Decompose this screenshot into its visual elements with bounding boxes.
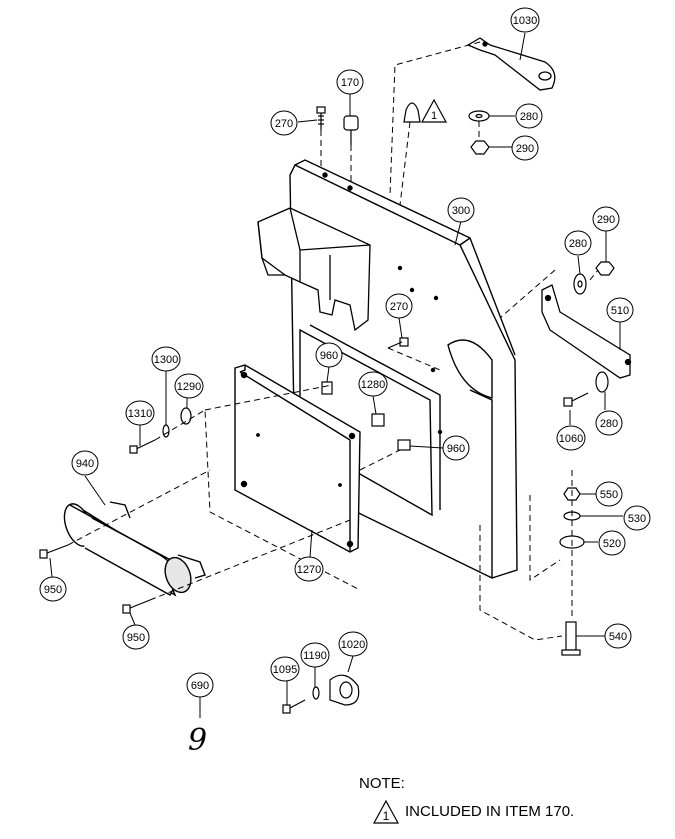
callout-label: 1290 [177, 381, 201, 393]
callout-1190: 1190 [300, 642, 330, 668]
callout-290: 290 [511, 135, 539, 161]
callout-label: 1300 [154, 354, 178, 366]
callout-label: 1310 [128, 408, 152, 420]
callout-label: 1060 [559, 433, 583, 445]
callout-label: 280 [569, 238, 587, 250]
cylinder-940 [63, 501, 206, 597]
leader-lines [49, 32, 623, 718]
handwritten-mark: 9 [188, 723, 207, 758]
callout-label: 280 [520, 111, 538, 123]
callout-label: 690 [191, 680, 209, 692]
callout-510: 510 [606, 297, 634, 323]
callout-1280: 1280 [358, 371, 388, 397]
callout-960: 960 [442, 435, 470, 461]
callout-label: 940 [76, 458, 94, 470]
callout-270: 270 [385, 293, 413, 319]
callout-label: 960 [320, 350, 338, 362]
callout-1030: 1030 [510, 7, 540, 33]
callout-270: 270 [270, 110, 298, 136]
callout-label: 1095 [273, 664, 297, 676]
callout-280: 280 [515, 103, 543, 129]
callout-label: 1020 [341, 639, 365, 651]
callout-550: 550 [595, 481, 623, 507]
strap-510 [541, 284, 632, 379]
callout-label: 550 [600, 489, 618, 501]
callout-950: 950 [39, 576, 67, 602]
note-text: INCLUDED IN ITEM 170. [405, 802, 575, 820]
cover-plate [234, 364, 361, 553]
callout-label: 540 [609, 631, 627, 643]
note-line: 1 INCLUDED IN ITEM 170. [372, 799, 575, 824]
callout-960: 960 [315, 342, 343, 368]
callout-690: 690 [186, 672, 214, 698]
bracket-1030 [466, 37, 556, 91]
callout-label: 520 [603, 538, 621, 550]
callout-540: 540 [604, 623, 632, 649]
callout-label: 1190 [303, 650, 327, 662]
callout-label: 1270 [297, 564, 321, 576]
callout-label: 280 [600, 418, 618, 430]
callout-label: 1030 [513, 15, 537, 27]
callout-label: 1280 [361, 379, 385, 391]
callout-label: 170 [341, 77, 359, 89]
callout-label: 290 [516, 143, 534, 155]
callout-170: 170 [336, 69, 364, 95]
callout-520: 520 [598, 530, 626, 556]
callout-280: 280 [595, 410, 623, 436]
callout-280: 280 [564, 230, 592, 256]
assembly-lines [67, 41, 599, 641]
callout-1095: 1095 [270, 656, 300, 682]
callout-1020: 1020 [338, 631, 368, 657]
callout-label: 530 [628, 513, 646, 525]
callout-530: 530 [623, 505, 651, 531]
note-title: NOTE: [359, 775, 405, 792]
callout-1270: 1270 [294, 556, 324, 582]
callout-label: 300 [452, 205, 470, 217]
note-triangle-icon: 1 [372, 799, 400, 824]
callout-1300: 1300 [151, 346, 181, 372]
svg-text:1: 1 [431, 110, 437, 122]
callout-label: 270 [275, 118, 293, 130]
callout-1060: 1060 [556, 425, 586, 451]
callout-940: 940 [71, 450, 99, 476]
callout-label: 510 [611, 305, 629, 317]
callout-1310: 1310 [125, 400, 155, 426]
callout-300: 300 [447, 197, 475, 223]
callout-290: 290 [592, 206, 620, 232]
callout-950: 950 [122, 624, 150, 650]
callout-group: 1030170270280290300290280510270960128096… [39, 7, 651, 698]
callout-label: 960 [447, 443, 465, 455]
note-marker-triangle: 1 [420, 98, 448, 123]
svg-text:1: 1 [383, 809, 390, 823]
callout-label: 950 [127, 632, 145, 644]
upper-hood-bracket [257, 207, 371, 332]
callout-label: 290 [597, 214, 615, 226]
callout-label: 950 [44, 584, 62, 596]
callout-1290: 1290 [174, 373, 204, 399]
callout-label: 270 [390, 301, 408, 313]
